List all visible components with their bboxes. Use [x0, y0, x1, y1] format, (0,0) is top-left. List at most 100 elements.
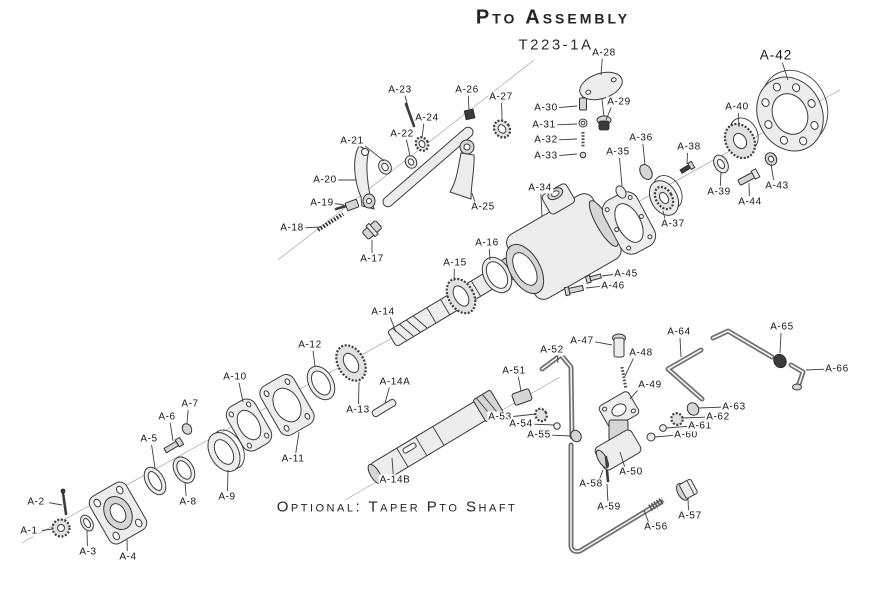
part-washer-a22	[404, 155, 418, 169]
leader-line-a-1	[41, 528, 54, 531]
leader-line-a-34	[540, 193, 543, 217]
leader-lines	[41, 58, 825, 552]
part-pin-a23	[404, 102, 416, 128]
part-ball-a33	[579, 151, 587, 159]
part-flange-yoke-a4	[88, 481, 148, 545]
part-label-a-59: A-59	[596, 501, 622, 513]
part-screw-a38	[679, 160, 696, 174]
part-fitting-a62	[670, 412, 684, 426]
leader-line-a-43	[770, 163, 775, 181]
part-label-a-56: A-56	[643, 521, 669, 533]
part-screw-a2	[60, 488, 68, 516]
leader-line-a-45	[601, 274, 614, 277]
part-flange-a42	[756, 69, 829, 152]
leader-line-a-18	[304, 226, 321, 229]
part-disc-a36	[639, 164, 653, 180]
part-nut-a27	[492, 119, 512, 139]
leader-line-a-33	[558, 153, 578, 157]
part-label-a-43: A-43	[764, 180, 790, 192]
part-label-a-51: A-51	[501, 365, 527, 377]
part-valve-flange-a49	[598, 391, 640, 429]
part-label-a-22: A-22	[389, 128, 415, 140]
part-label-a-20: A-20	[312, 174, 338, 186]
part-label-a-44: A-44	[737, 196, 763, 208]
page-title: Pto Assembly	[475, 6, 631, 29]
part-bolt-a45	[584, 273, 602, 284]
leader-line-a-19	[334, 203, 345, 206]
part-label-a-4: A-4	[118, 551, 138, 563]
part-label-a-61: A-61	[687, 420, 713, 432]
part-label-a-29: A-29	[606, 96, 632, 108]
leader-line-a-50	[619, 451, 626, 467]
part-label-a-6: A-6	[157, 411, 177, 423]
leader-line-a-47	[594, 341, 613, 346]
part-label-a-55: A-55	[526, 429, 552, 441]
part-label-a-38: A-38	[676, 141, 702, 153]
leader-line-a-31	[556, 123, 578, 126]
part-hub-a40	[723, 117, 759, 160]
leader-line-a-12	[312, 350, 316, 367]
part-label-a-18: A-18	[279, 222, 305, 234]
part-label-a-60: A-60	[673, 429, 699, 441]
part-label-a-64: A-64	[666, 326, 692, 338]
leader-line-a-39	[719, 171, 722, 187]
part-label-a-52: A-52	[539, 344, 565, 356]
part-label-a-3: A-3	[78, 546, 98, 558]
leader-line-a-52	[556, 355, 559, 364]
leader-line-a-6	[169, 422, 174, 442]
part-label-a-17: A-17	[359, 253, 385, 265]
leader-line-a-9	[227, 469, 229, 492]
part-label-a-34: A-34	[527, 182, 553, 194]
leader-line-a-16	[488, 248, 491, 261]
part-label-a-21: A-21	[339, 135, 365, 147]
leader-line-a-26	[467, 95, 470, 111]
part-plug-a30	[579, 97, 587, 111]
part-pipe-a65	[710, 328, 775, 360]
part-label-a-35: A-35	[605, 146, 631, 158]
leader-line-a-36	[642, 143, 646, 166]
part-setscrew-a26	[463, 108, 476, 121]
part-bolt-a46	[563, 284, 585, 297]
part-bearing-a13	[335, 344, 367, 382]
part-label-a-19: A-19	[309, 197, 335, 209]
part-ring-a61	[659, 424, 667, 432]
leader-line-a-58	[599, 469, 604, 480]
leader-line-a-22	[405, 139, 411, 157]
part-label-a-14b: A-14B	[378, 474, 412, 486]
part-label-a-32: A-32	[533, 134, 559, 146]
part-cover-plate-a28	[579, 71, 623, 101]
part-gasket-a35	[601, 191, 657, 255]
leader-line-a-7	[186, 409, 189, 425]
leader-line-a-46	[585, 285, 601, 289]
part-label-a-25: A-25	[470, 201, 496, 213]
leader-line-a-35	[619, 157, 623, 187]
part-label-a-9: A-9	[217, 491, 237, 503]
leader-line-a-48	[624, 357, 635, 377]
part-label-a-54: A-54	[508, 418, 534, 430]
part-label-a-8: A-8	[178, 496, 198, 508]
part-ring-a54	[553, 422, 561, 430]
part-label-a-5: A-5	[139, 433, 159, 445]
part-label-a-30: A-30	[533, 102, 559, 114]
leader-line-a-14	[389, 316, 397, 333]
part-coupling-a37	[648, 175, 683, 216]
leader-line-a-13	[358, 381, 360, 405]
part-shift-rail	[382, 126, 474, 208]
part-washer-a31	[578, 118, 588, 128]
part-lever-a20	[354, 145, 376, 210]
part-bearing-cap-a9	[207, 429, 245, 472]
part-label-a-62: A-62	[705, 411, 731, 423]
part-plate-a11	[259, 374, 315, 436]
leader-line-a-25	[471, 192, 476, 203]
part-washer-a39	[713, 154, 729, 174]
leader-line-a-2	[48, 502, 63, 506]
leader-line-a-37	[662, 210, 666, 220]
part-label-a-31: A-31	[531, 119, 557, 131]
part-label-a-14a: A-14A	[378, 376, 412, 388]
part-fitting-a47	[612, 333, 626, 358]
leader-line-a-28	[600, 58, 603, 76]
leader-line-a-62	[681, 416, 706, 419]
part-label-a-57: A-57	[677, 510, 703, 522]
